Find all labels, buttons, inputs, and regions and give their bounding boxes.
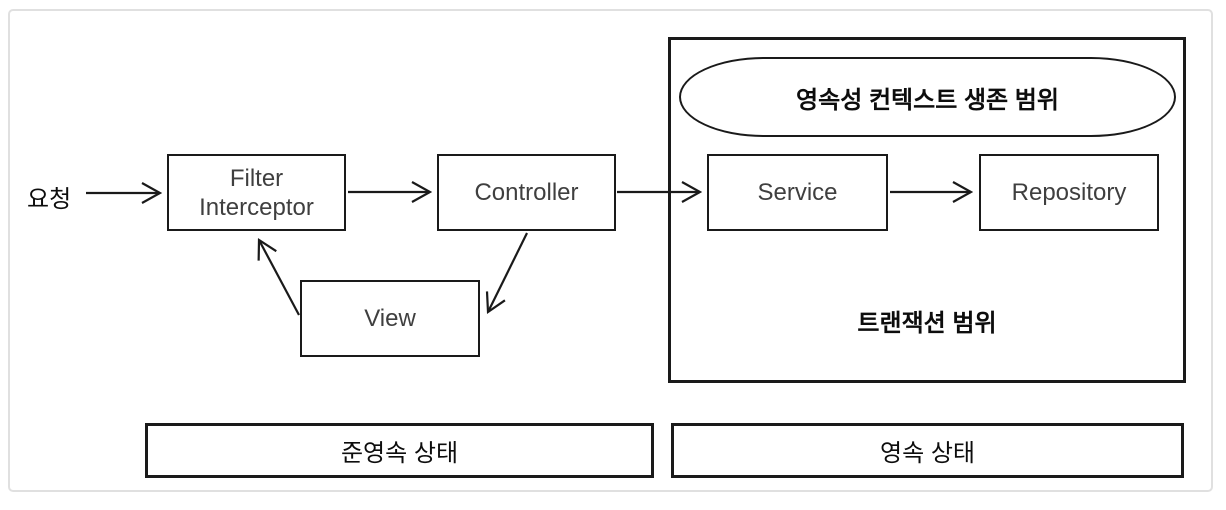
detached-state-band: 준영속 상태	[145, 423, 654, 478]
node-service: Service	[707, 154, 888, 231]
persistent-state-band: 영속 상태	[671, 423, 1184, 478]
service-label: Service	[757, 179, 838, 206]
filter-label-line1: Filter	[229, 164, 284, 192]
controller-label: Controller	[474, 179, 579, 206]
persistent-state-label: 영속 상태	[880, 440, 975, 467]
transaction-scope-label: 트랜잭션 범위	[857, 310, 997, 337]
persistence-context-label: 영속성 컨텍스트 생존 범위	[796, 86, 1059, 114]
node-controller: Controller	[437, 154, 616, 231]
node-filter-interceptor: Filter Interceptor	[167, 154, 346, 231]
repository-label: Repository	[1011, 179, 1127, 206]
filter-label-line2: Interceptor	[199, 193, 314, 221]
node-view: View	[300, 280, 480, 357]
view-label: View	[364, 305, 416, 332]
detached-state-label: 준영속 상태	[340, 440, 459, 467]
persistence-context-stadium: 영속성 컨텍스트 생존 범위	[679, 57, 1176, 137]
request-label: 요청	[27, 186, 72, 213]
node-repository: Repository	[979, 154, 1159, 231]
